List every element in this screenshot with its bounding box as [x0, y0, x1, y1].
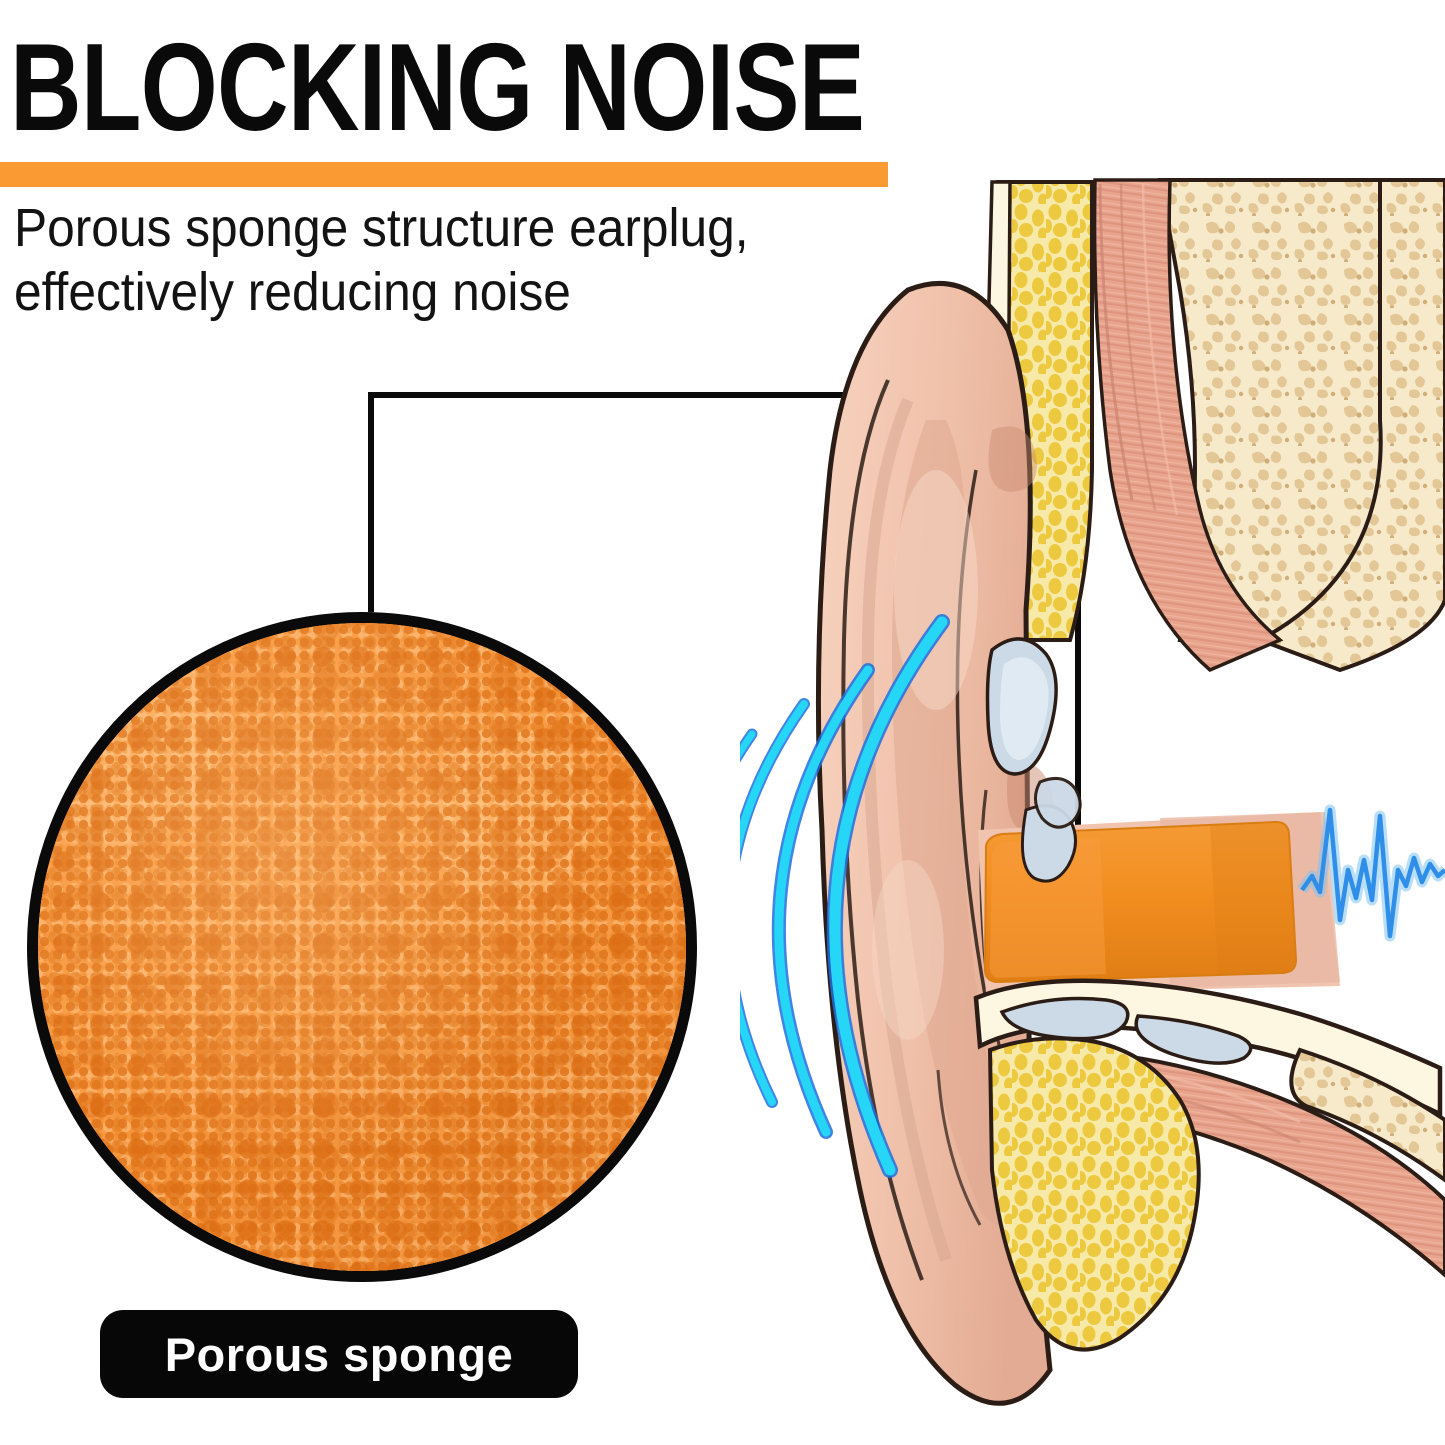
sponge-pores-coarse: [38, 623, 686, 1271]
sound-wave-arcs: [740, 614, 950, 1178]
ear-anatomy-illustration: [740, 178, 1445, 1406]
lobe-cartilage: [987, 1036, 1201, 1352]
sponge-shading: [38, 623, 686, 1271]
title-accent-bar: [0, 162, 888, 187]
porous-sponge-caption: Porous sponge: [100, 1310, 578, 1398]
porous-sponge-magnifier: [27, 612, 697, 1282]
attenuated-waveform: [1297, 804, 1445, 942]
page-subtitle: Porous sponge structure earplug, effecti…: [14, 198, 749, 322]
page-title: BLOCKING NOISE: [10, 19, 865, 157]
caption-label: Porous sponge: [164, 1327, 514, 1381]
temporalis-muscle: [1092, 178, 1284, 673]
mastoid-bone: [1289, 1047, 1445, 1183]
cartilage-blob-left: [999, 996, 1130, 1041]
cartilage-blob-right: [1134, 1014, 1253, 1065]
